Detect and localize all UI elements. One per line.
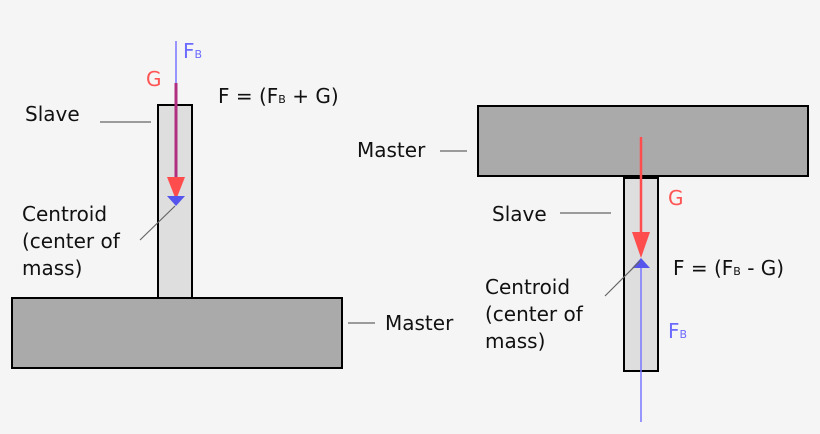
right-slave-label: Slave xyxy=(492,202,547,226)
left-master-label: Master xyxy=(385,311,454,335)
left-centroid-line-3: mass) xyxy=(22,256,82,280)
left-slave-label: Slave xyxy=(25,102,80,126)
right-g-label: G xyxy=(668,186,684,210)
left-g-label: G xyxy=(146,67,162,91)
right-master-block xyxy=(477,105,809,177)
right-equation: F = (FB - G) xyxy=(673,256,784,280)
right-centroid-line-3: mass) xyxy=(485,329,545,353)
left-buoyancy-arrowhead xyxy=(167,196,185,206)
right-buoyancy-arrowhead xyxy=(632,258,650,268)
left-fb-label: FB xyxy=(183,39,202,63)
right-master-label: Master xyxy=(357,138,426,162)
left-centroid-line-2: (center of xyxy=(22,229,121,253)
left-equation: F = (FB + G) xyxy=(218,84,339,108)
right-centroid-line-2: (center of xyxy=(485,302,584,326)
right-gravity-arrowhead xyxy=(632,232,650,258)
left-figure: FB G F = (FB + G) Slave Centroid (center… xyxy=(11,39,454,369)
right-fb-label: FB xyxy=(668,319,687,343)
left-gravity-arrowhead xyxy=(167,177,185,200)
left-master-block xyxy=(11,297,343,369)
right-figure: Master G Slave F = (FB - G) Centroid (ce… xyxy=(357,105,809,422)
left-centroid-leader xyxy=(139,205,176,241)
right-centroid-line-1: Centroid xyxy=(485,275,570,299)
left-centroid-line-1: Centroid xyxy=(22,202,107,226)
right-centroid-leader xyxy=(604,260,641,297)
